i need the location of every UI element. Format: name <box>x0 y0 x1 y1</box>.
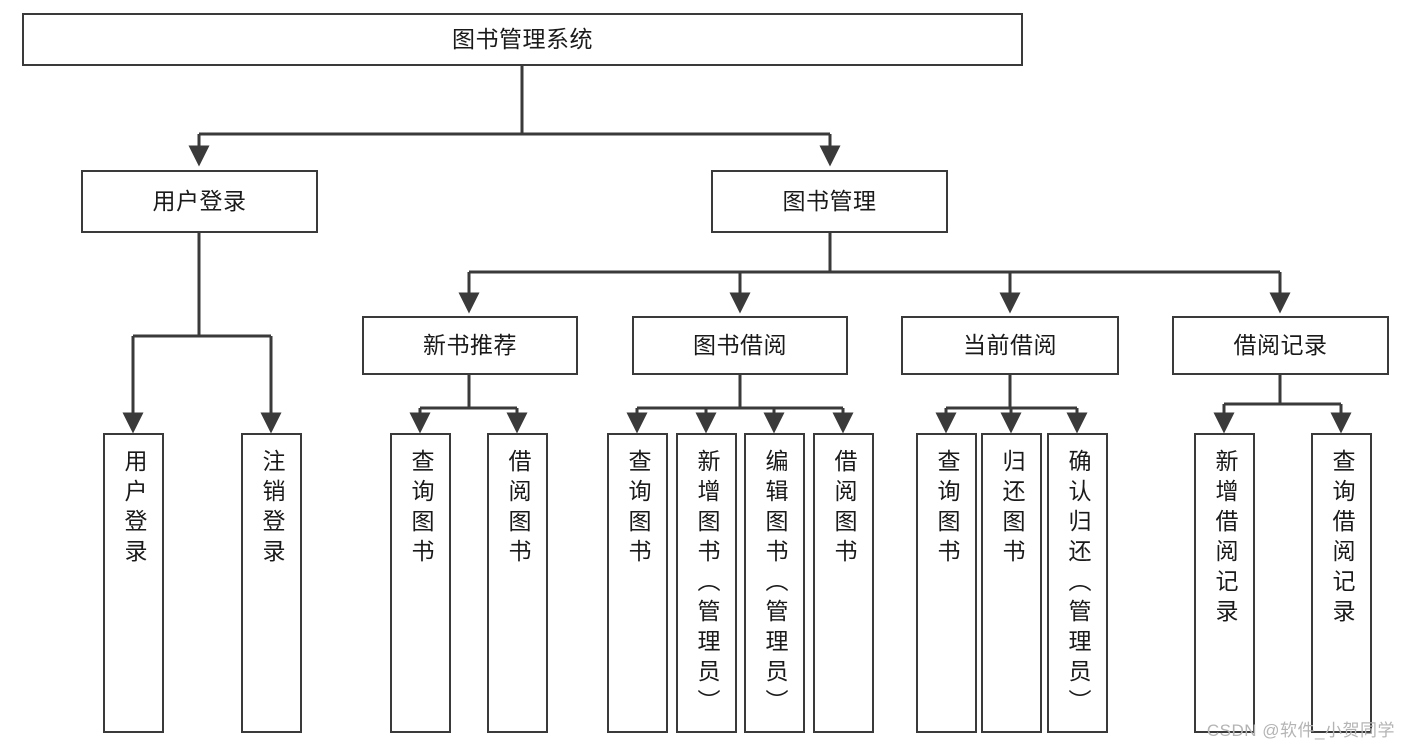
node-leaf-edit-book[interactable]: 编辑图书（管理员） <box>744 433 805 733</box>
node-leaf-borrow-book-1-label: 借阅图书 <box>505 449 531 569</box>
node-leaf-confirm-return[interactable]: 确认归还（管理员） <box>1047 433 1108 733</box>
node-leaf-borrow-book-2-label: 借阅图书 <box>831 449 857 569</box>
node-leaf-query-book-1[interactable]: 查询图书 <box>390 433 451 733</box>
node-book-borrow-label: 图书借阅 <box>693 332 787 359</box>
node-user-login-label: 用户登录 <box>152 188 247 215</box>
node-borrow-record[interactable]: 借阅记录 <box>1172 316 1389 375</box>
node-leaf-confirm-return-label: 确认归还（管理员） <box>1065 449 1091 719</box>
node-leaf-borrow-book-2[interactable]: 借阅图书 <box>813 433 874 733</box>
node-user-login[interactable]: 用户登录 <box>81 170 318 233</box>
node-leaf-user-login-label: 用户登录 <box>121 449 147 569</box>
node-leaf-user-logout[interactable]: 注销登录 <box>241 433 302 733</box>
watermark-text: CSDN @软件_小贺同学 <box>1206 721 1395 740</box>
node-root[interactable]: 图书管理系统 <box>22 13 1023 66</box>
node-leaf-user-login[interactable]: 用户登录 <box>103 433 164 733</box>
node-new-book-rec-label: 新书推荐 <box>423 332 517 359</box>
node-leaf-borrow-book-1[interactable]: 借阅图书 <box>487 433 548 733</box>
node-leaf-add-book[interactable]: 新增图书（管理员） <box>676 433 737 733</box>
node-borrow-record-label: 借阅记录 <box>1233 332 1328 359</box>
node-leaf-query-record-label: 查询借阅记录 <box>1329 449 1355 629</box>
node-leaf-add-record-label: 新增借阅记录 <box>1212 449 1238 629</box>
node-leaf-user-logout-label: 注销登录 <box>259 449 285 569</box>
node-leaf-edit-book-label: 编辑图书（管理员） <box>762 449 788 719</box>
node-leaf-add-book-label: 新增图书（管理员） <box>694 449 720 719</box>
node-leaf-query-record[interactable]: 查询借阅记录 <box>1311 433 1372 733</box>
node-leaf-add-record[interactable]: 新增借阅记录 <box>1194 433 1255 733</box>
node-leaf-query-book-2-label: 查询图书 <box>625 449 651 569</box>
node-book-manage[interactable]: 图书管理 <box>711 170 948 233</box>
node-leaf-query-book-2[interactable]: 查询图书 <box>607 433 668 733</box>
node-current-borrow-label: 当前借阅 <box>963 332 1057 359</box>
node-leaf-return-book[interactable]: 归还图书 <box>981 433 1042 733</box>
node-new-book-rec[interactable]: 新书推荐 <box>362 316 578 375</box>
node-leaf-return-book-label: 归还图书 <box>999 449 1025 569</box>
node-current-borrow[interactable]: 当前借阅 <box>901 316 1119 375</box>
node-book-borrow[interactable]: 图书借阅 <box>632 316 848 375</box>
node-book-manage-label: 图书管理 <box>782 188 877 215</box>
node-root-label: 图书管理系统 <box>452 26 593 53</box>
node-leaf-query-book-3-label: 查询图书 <box>934 449 960 569</box>
node-leaf-query-book-3[interactable]: 查询图书 <box>916 433 977 733</box>
node-leaf-query-book-1-label: 查询图书 <box>408 449 434 569</box>
